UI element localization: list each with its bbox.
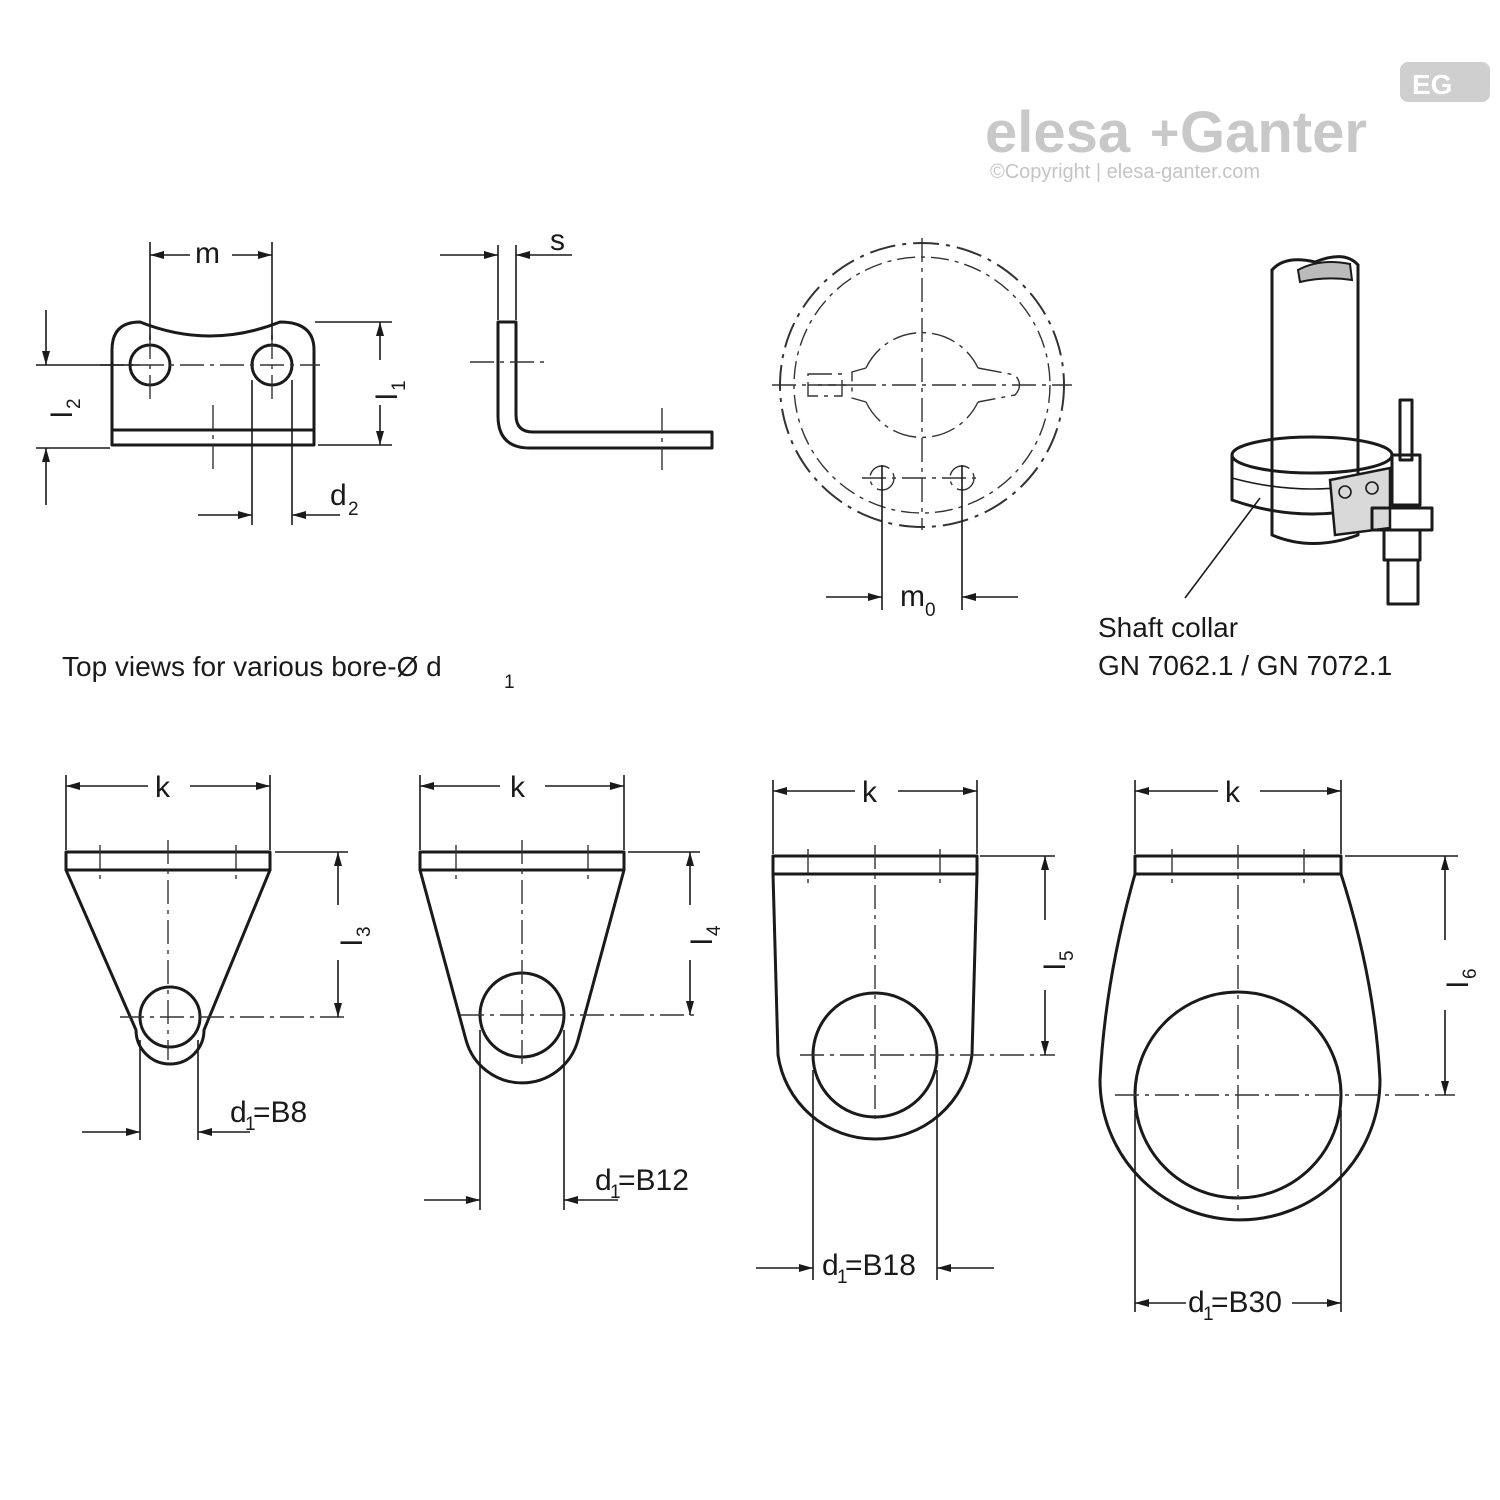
- dim-l1-label: l 1: [371, 380, 410, 400]
- dim-l2-label: l 2: [46, 398, 85, 418]
- svg-text:=B8: =B8: [253, 1096, 307, 1129]
- dim-l3-label: l 3: [336, 926, 375, 946]
- copyright-text: ©Copyright | elesa-ganter.com: [990, 161, 1260, 183]
- bracket-side-view: [440, 245, 714, 470]
- dim-k-label-1: k: [155, 771, 171, 804]
- shaft-collar-caption: Shaft collar GN 7062.1 / GN 7072.1: [1098, 612, 1392, 681]
- svg-text:1: 1: [389, 380, 410, 391]
- svg-text:2: 2: [64, 398, 85, 409]
- svg-text:GN 7062.1 / GN 7072.1: GN 7062.1 / GN 7072.1: [1098, 650, 1392, 681]
- svg-text:l: l: [686, 938, 719, 945]
- dim-d2-label: d 2: [330, 479, 359, 520]
- bore-b30-label: d 1 =B30: [1188, 1286, 1282, 1325]
- eg-badge-icon: EG: [1400, 62, 1490, 102]
- top-view-b8: [64, 775, 348, 1140]
- top-view-b30: [1098, 780, 1458, 1312]
- dim-l4-label: l 4: [686, 925, 725, 945]
- svg-text:0: 0: [925, 600, 936, 621]
- logo-elesa-text: elesa: [985, 100, 1131, 165]
- svg-text:=B18: =B18: [845, 1249, 916, 1282]
- svg-text:1: 1: [1203, 1304, 1214, 1325]
- dim-s-label: s: [550, 224, 565, 257]
- dim-l5-label: l 5: [1039, 950, 1078, 970]
- svg-text:5: 5: [1057, 950, 1078, 961]
- svg-text:1: 1: [610, 1182, 621, 1203]
- top-view-b12: [418, 775, 700, 1210]
- bore-b18-label: d 1 =B18: [822, 1249, 916, 1288]
- dim-k-label-4: k: [1225, 776, 1241, 809]
- dim-l6-label: l 6: [1442, 968, 1481, 988]
- svg-text:l: l: [1039, 963, 1072, 970]
- svg-text:=B30: =B30: [1211, 1286, 1282, 1319]
- dim-k-label-2: k: [510, 771, 526, 804]
- svg-text:1: 1: [245, 1114, 256, 1135]
- svg-text:Shaft collar: Shaft collar: [1098, 612, 1238, 643]
- svg-text:d: d: [230, 1096, 247, 1129]
- elesa-ganter-logo: elesa + Ganter EG ©Copyright | elesa-gan…: [985, 62, 1490, 183]
- dim-m-label: m: [195, 237, 220, 270]
- shaft-collar-isometric: [1184, 255, 1434, 606]
- svg-text:d: d: [595, 1164, 612, 1197]
- top-views-caption: Top views for various bore-Ø d 1: [62, 651, 515, 693]
- dim-m0-label: m 0: [900, 580, 936, 621]
- bore-b12-label: d 1 =B12: [595, 1164, 689, 1203]
- flange-front-view: [36, 242, 392, 525]
- svg-text:2: 2: [348, 499, 359, 520]
- svg-text:4: 4: [704, 925, 725, 936]
- svg-text:l: l: [46, 411, 79, 418]
- badge-text: EG: [1412, 69, 1452, 100]
- svg-text:6: 6: [1460, 968, 1481, 979]
- svg-text:d: d: [330, 479, 347, 512]
- collar-top-view: [772, 238, 1072, 610]
- dim-k-label-3: k: [862, 776, 878, 809]
- svg-text:l: l: [1442, 981, 1475, 988]
- svg-text:3: 3: [354, 926, 375, 937]
- logo-plus-text: +: [1150, 105, 1179, 161]
- bore-b8-label: d 1 =B8: [230, 1096, 307, 1135]
- svg-text:1: 1: [504, 672, 515, 693]
- svg-text:Top views for various bore-Ø d: Top views for various bore-Ø d: [62, 651, 442, 682]
- svg-text:1: 1: [837, 1267, 848, 1288]
- svg-text:m: m: [900, 580, 925, 613]
- logo-ganter-text: Ganter: [1180, 100, 1367, 165]
- svg-text:=B12: =B12: [618, 1164, 689, 1197]
- svg-text:d: d: [822, 1249, 839, 1282]
- svg-text:l: l: [336, 939, 369, 946]
- top-view-b18: [756, 780, 1055, 1280]
- svg-text:d: d: [1188, 1286, 1205, 1319]
- svg-text:l: l: [371, 393, 404, 400]
